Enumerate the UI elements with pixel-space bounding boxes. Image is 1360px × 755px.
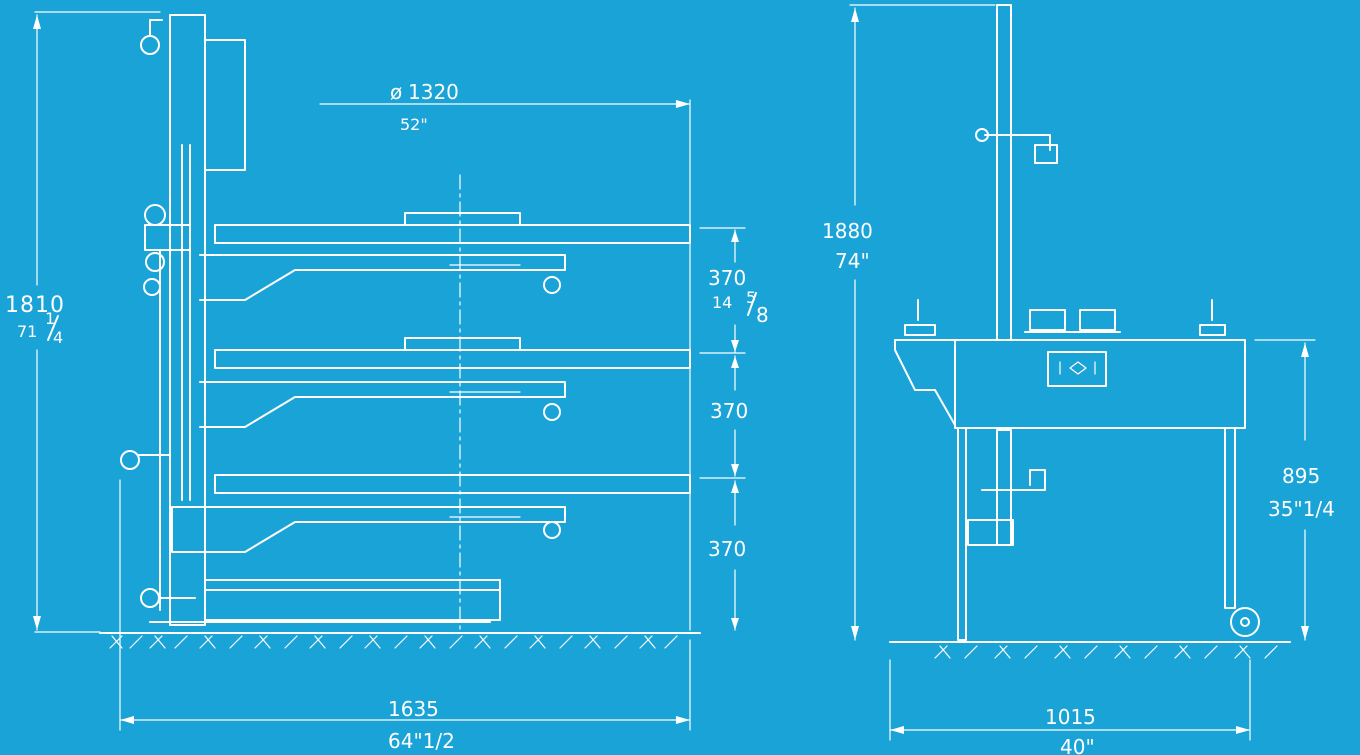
spacing-2-mm: 370 [710, 399, 748, 423]
height-1880-in: 74" [835, 249, 870, 273]
diameter-in: 52" [400, 115, 428, 134]
dim-height-1810: 1810 71 1 4 [5, 11, 161, 633]
tier-2 [199, 337, 691, 428]
spacing-1-in-num: 5 [746, 288, 756, 307]
spacing-1-in-den: 8 [756, 303, 769, 327]
length-1635-mm: 1635 [388, 697, 439, 721]
dim-height-1880: 1880 74" [822, 4, 996, 641]
dim-tier-spacing: 370 14 5 8 370 370 [699, 227, 769, 631]
height-1810-mm: 1810 [5, 293, 65, 318]
width-1015-in: 40" [1060, 735, 1095, 755]
column-knobs [120, 204, 196, 608]
length-1635-in: 64"1/2 [388, 729, 455, 753]
height-1810-in-whole: 71 [17, 322, 37, 341]
side-ground [99, 632, 701, 649]
spacing-3-mm: 370 [708, 537, 746, 561]
height-1880-mm: 1880 [822, 219, 873, 243]
height-1810-in-num: 1 [45, 309, 55, 328]
front-view: 1880 74" 895 35"1/4 1015 40" [822, 4, 1335, 755]
tier-3 [171, 474, 691, 553]
spacing-1-in-whole: 14 [712, 293, 732, 312]
side-view: 1810 71 1 4 ø 1320 52" [5, 11, 769, 753]
dim-length-1635: 1635 64"1/2 [119, 479, 691, 753]
height-895-mm: 895 [1282, 464, 1320, 488]
dim-width-1015: 1015 40" [889, 659, 1251, 755]
diameter-symbol: ø [390, 80, 402, 104]
tier-1 [199, 212, 691, 301]
spacing-1-mm: 370 [708, 266, 746, 290]
front-legs [957, 427, 1260, 641]
height-1810-in-den: 4 [53, 328, 63, 347]
front-mast [975, 4, 1058, 341]
dim-height-895: 895 35"1/4 [1254, 339, 1335, 641]
width-1015-mm: 1015 [1045, 705, 1096, 729]
front-ground [889, 641, 1291, 659]
height-895-in: 35"1/4 [1268, 497, 1335, 521]
diameter-mm: 1320 [408, 80, 459, 104]
side-column [140, 14, 246, 626]
dim-diameter-1320: ø 1320 52" [319, 80, 691, 631]
side-base [149, 579, 501, 623]
front-table [894, 299, 1246, 429]
